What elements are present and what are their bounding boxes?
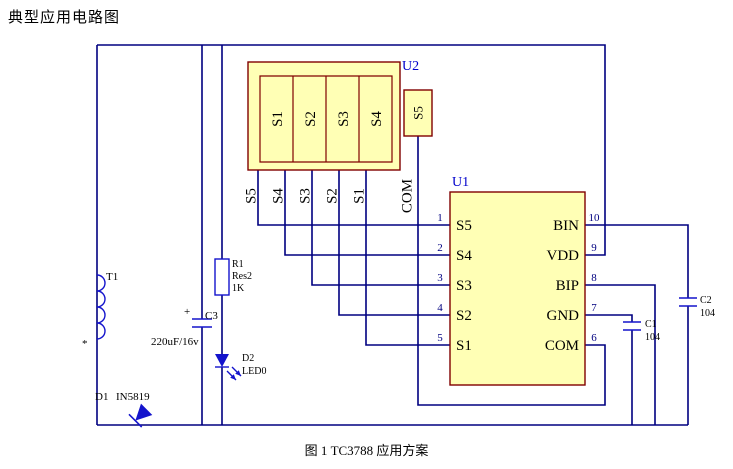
c1-value: 104 [645,332,660,343]
pin-number-4: 4 [437,302,443,314]
c1-capacitor-plates [623,321,641,331]
r1-designator: R1 [232,259,244,270]
d2-led-triangle [215,354,229,367]
u1-chip-body [449,191,586,386]
keypad-key-label: S1 [270,111,286,127]
wire-gnd-c1 [585,314,633,425]
wire-s3 [311,170,450,286]
c2-designator: C2 [700,295,712,306]
keypad-key-label: S2 [303,111,319,127]
u1-pin-name-s5: S5 [456,218,472,234]
pin-number-10: 10 [589,212,601,224]
d1-part-number: IN5819 [116,391,150,403]
pin-number-8: 8 [591,272,597,284]
u1-pin-name-bin: BIN [553,218,579,234]
d1-designator: D1 [95,391,108,403]
wire-bin-c2 [585,224,689,425]
t1-coil [96,274,106,340]
d2-led-arrowhead [230,374,236,380]
u1-pin-name-s1: S1 [456,338,472,354]
d2-led-arrowhead [235,370,241,376]
keypad-key-grid [259,75,393,163]
terminal-label-s2: S2 [324,188,340,204]
terminal-label-s5: S5 [243,188,259,204]
page-title: 典型应用电路图 [8,10,121,26]
c3-value: 220uF/16v [151,336,199,348]
pin-number-3: 3 [437,272,443,284]
r1-resistor-body [214,258,230,296]
t1-designator: T1 [106,271,118,283]
c3-designator: C3 [205,310,218,322]
wire-s2 [338,170,450,316]
d2-designator: D2 [242,353,254,364]
terminal-label-s1: S1 [351,188,367,204]
wires [96,44,689,426]
pin-number-9: 9 [591,242,597,254]
terminal-label-s4: S4 [270,188,286,204]
u1-pin-name-vdd: VDD [547,248,580,264]
pin-number-7: 7 [591,302,597,314]
keypad-key-label: S3 [336,111,352,127]
c3-polarity-mark: + [184,306,190,318]
c3-capacitor-plates [192,318,212,328]
wire-bip [585,284,656,425]
u1-pin-name-s3: S3 [456,278,472,294]
keypad-body [247,61,401,171]
c2-capacitor-plates [679,297,697,307]
pin-number-1: 1 [437,212,443,224]
pin-number-2: 2 [437,242,443,254]
d1-diode [128,403,153,428]
u1-pin-name-s4: S4 [456,248,472,264]
keypad-key5-body [403,89,433,137]
terminal-label-com: COM [399,179,415,213]
u1-pin-name-com: COM [545,338,579,354]
u1-pin-name-s2: S2 [456,308,472,324]
wire-s4 [284,170,450,256]
figure-caption: 图 1 TC3788 应用方案 [304,443,429,458]
u1-pin-name-bip: BIP [556,278,579,294]
u1-designator: U1 [452,175,469,190]
wire-top-rail-vdd [97,44,606,256]
pin-number-6: 6 [591,332,597,344]
wire-s5 [257,170,450,226]
keypad-key5-label: S5 [411,106,426,120]
wire-com [417,136,606,406]
u1-pin-name-gnd: GND [547,308,580,324]
symbol-strokes [96,258,697,381]
r1-value: 1K [232,283,245,294]
wire-s1 [365,170,450,346]
d1-diode-cathode-bar [128,413,143,428]
c1-designator: C1 [645,319,657,330]
terminal-label-s3: S3 [297,188,313,204]
pin-number-5: 5 [437,332,443,344]
keypad-key-label: S4 [369,111,385,127]
t1-polarity-mark: * [82,338,88,350]
r1-comment: Res2 [232,271,252,282]
u2-designator: U2 [402,59,419,74]
c2-value: 104 [700,308,715,319]
d2-part-number: LED0 [242,366,266,377]
d1-diode-triangle [135,403,153,421]
